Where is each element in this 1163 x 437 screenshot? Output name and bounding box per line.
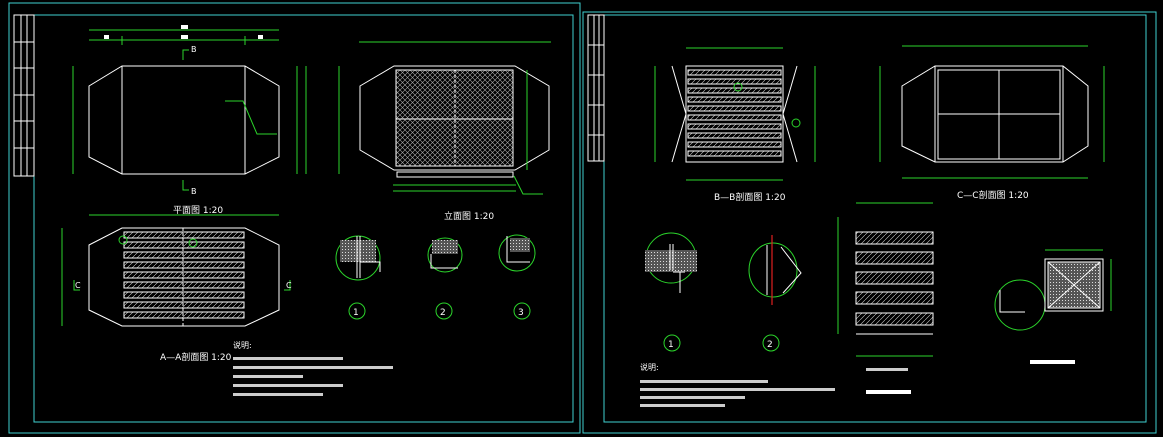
detail-3: 3 [498,234,536,320]
section-mark-c: C [75,281,81,290]
section-mark-b: B [191,187,197,196]
notes-heading: 说明: [640,362,659,372]
title-block [587,14,605,162]
sheet-right: B—B剖面图 1:20 C—C剖面图 1:20 1 2 [582,11,1157,434]
section-bb-view: B—B剖面图 1:20 [654,47,816,203]
section-aa-title: A—A剖面图 1:20 [160,351,232,363]
detail-1: 1 [335,235,381,320]
access-hatch-detail [994,249,1112,364]
detail-2: 2 [748,235,802,352]
section-bb-title: B—B剖面图 1:20 [714,191,786,203]
detail-2-number: 2 [767,340,773,350]
elevation-view-title: 立面图 1:20 [444,210,494,222]
filter-slats [687,69,782,157]
detail-1-number: 1 [353,308,359,318]
plan-view: B B 平面图 1:20 [72,25,307,216]
section-mark-c: C [286,281,292,290]
notes-heading: 说明: [233,340,252,350]
elevation-view: 立面图 1:20 [338,41,551,222]
detail-1: 1 [645,232,697,352]
detail-3-number: 3 [518,308,524,318]
notes: 说明: [233,340,393,396]
detail-2-number: 2 [440,308,446,318]
notes: 说明: [640,362,835,407]
plan-view-title: 平面图 1:20 [173,205,223,216]
detail-2: 2 [427,237,463,320]
detail-1-number: 1 [668,340,674,350]
sheet-inner-frame [603,14,1147,423]
sheet-outer-frame [582,11,1157,434]
sheet-outer-frame [8,2,581,434]
title-block [13,14,35,177]
section-aa-view: C C A—A剖面图 1:20 [61,214,292,363]
wall-section-detail [837,202,934,394]
section-cc-view: C—C剖面图 1:20 [879,45,1105,201]
section-mark-b: B [191,45,197,54]
filter-slats [123,231,245,319]
section-cc-title: C—C剖面图 1:20 [957,189,1029,201]
sheet-inner-frame [33,14,574,423]
sheet-left: B B 平面图 1:20 立面图 1:20 [8,2,581,434]
